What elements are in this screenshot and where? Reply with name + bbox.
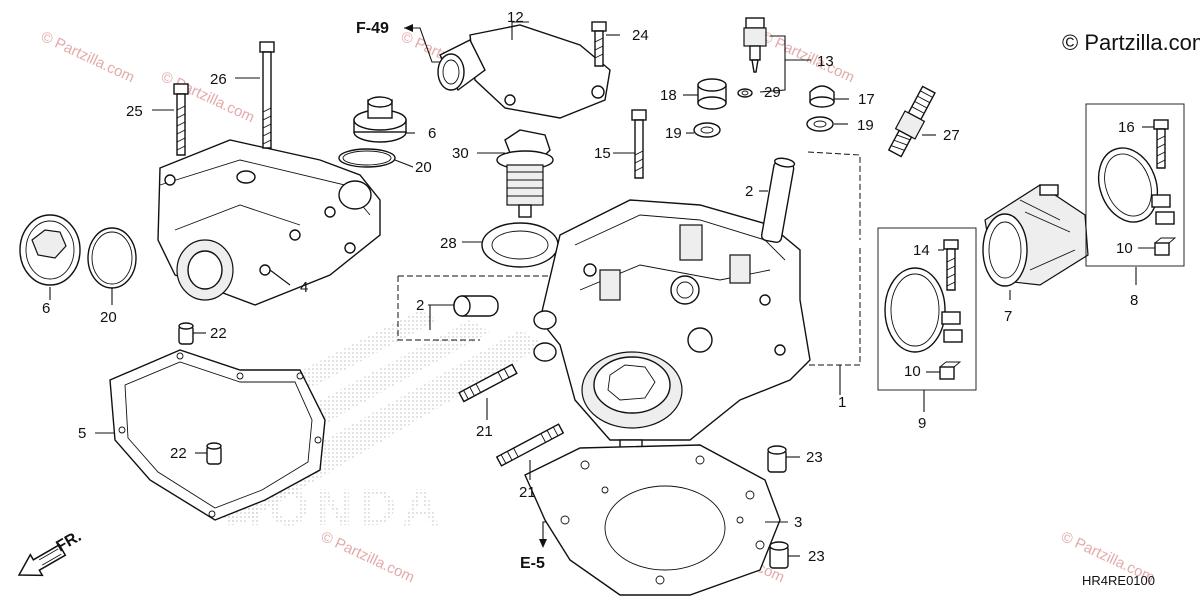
leader-lines bbox=[49, 21, 1155, 557]
bolt-25 bbox=[173, 83, 189, 156]
callout-14: 14 bbox=[913, 242, 930, 259]
callout-19: 19 bbox=[857, 117, 874, 134]
washer-29 bbox=[737, 88, 753, 98]
bolt-26 bbox=[259, 41, 275, 149]
callout-21: 21 bbox=[476, 423, 493, 440]
callout-9: 9 bbox=[918, 415, 926, 432]
dowel-22-top bbox=[178, 322, 194, 345]
o-ring-20-top bbox=[338, 148, 396, 168]
callout-15: 15 bbox=[594, 145, 611, 162]
callout-6: 6 bbox=[428, 125, 436, 142]
callout-8: 8 bbox=[1130, 292, 1138, 309]
washer-19-left bbox=[693, 122, 721, 138]
cap-17 bbox=[809, 85, 835, 108]
assembly-outline bbox=[397, 151, 861, 366]
bolt-16 bbox=[1153, 119, 1169, 169]
cylinder-head-gasket-3 bbox=[524, 444, 781, 596]
callout-24: 24 bbox=[632, 27, 649, 44]
band-8 bbox=[1097, 147, 1175, 225]
group-box-9 bbox=[877, 227, 977, 391]
dowel-22-bottom bbox=[206, 442, 222, 465]
callout-5: 5 bbox=[78, 425, 86, 442]
callout-7: 7 bbox=[1004, 308, 1012, 325]
ref-f49: F-49 bbox=[356, 20, 389, 37]
arrow-icon bbox=[404, 24, 413, 32]
stud-21-upper bbox=[458, 363, 518, 403]
copyright-text: © Partzilla.com bbox=[1062, 30, 1200, 55]
callout-28: 28 bbox=[440, 235, 457, 252]
cap-6-top bbox=[353, 96, 407, 143]
head-cover-gasket-5 bbox=[109, 349, 326, 521]
cylinder-head-cover bbox=[157, 139, 381, 306]
callout-22: 22 bbox=[210, 325, 227, 342]
dowel-2-left bbox=[453, 295, 499, 317]
callout-30: 30 bbox=[452, 145, 469, 162]
callout-2: 2 bbox=[416, 297, 424, 314]
watermark: © Partzilla.com bbox=[758, 28, 857, 86]
callout-4: 4 bbox=[300, 279, 308, 296]
callout-18: 18 bbox=[660, 87, 677, 104]
bolt-15 bbox=[631, 109, 647, 179]
callout-22: 22 bbox=[170, 445, 187, 462]
callout-26: 26 bbox=[210, 71, 227, 88]
thermostat-seal-28 bbox=[481, 222, 559, 268]
cap-6-left bbox=[19, 214, 81, 286]
callout-6: 6 bbox=[42, 300, 50, 317]
group-box-8 bbox=[1085, 103, 1185, 267]
cap-18 bbox=[697, 78, 727, 110]
diagram-code: HR4RE0100 bbox=[1082, 573, 1155, 588]
callout-21: 21 bbox=[519, 484, 536, 501]
arrow-icon bbox=[539, 539, 547, 548]
washer-19-right bbox=[806, 116, 834, 132]
stud-21-lower bbox=[495, 423, 565, 467]
callout-17: 17 bbox=[858, 91, 875, 108]
callout-20: 20 bbox=[415, 159, 432, 176]
bolt-14 bbox=[943, 239, 959, 291]
callout-1: 1 bbox=[838, 394, 846, 411]
callout-23: 23 bbox=[806, 449, 823, 466]
dowel-23-upper bbox=[767, 445, 787, 473]
callout-10: 10 bbox=[904, 363, 921, 380]
watermark: © Partzilla.com bbox=[38, 28, 137, 86]
o-ring-20-left bbox=[87, 227, 137, 289]
callout-19: 19 bbox=[665, 125, 682, 142]
water-outlet-12 bbox=[437, 24, 611, 119]
nut-10-right bbox=[1154, 237, 1177, 256]
callout-23: 23 bbox=[808, 548, 825, 565]
bolt-24 bbox=[591, 21, 607, 67]
band-9 bbox=[884, 267, 963, 353]
callout-2: 2 bbox=[745, 183, 753, 200]
callout-27: 27 bbox=[943, 127, 960, 144]
callout-13: 13 bbox=[817, 53, 834, 70]
callout-3: 3 bbox=[794, 514, 802, 531]
callout-12: 12 bbox=[507, 9, 524, 26]
dowel-2-right bbox=[760, 157, 796, 244]
callout-16: 16 bbox=[1118, 119, 1135, 136]
callout-29: 29 bbox=[764, 84, 781, 101]
callout-20: 20 bbox=[100, 309, 117, 326]
nut-10-left bbox=[939, 361, 962, 380]
front-arrow bbox=[17, 543, 67, 577]
thermostat-30 bbox=[496, 129, 554, 218]
dowel-23-lower bbox=[769, 541, 789, 569]
temp-sensor-13 bbox=[743, 17, 767, 73]
ref-e5: E-5 bbox=[520, 555, 545, 572]
spark-plug-27 bbox=[887, 85, 936, 158]
insulator-7 bbox=[982, 184, 1089, 287]
callout-25: 25 bbox=[126, 103, 143, 120]
watermark: © Partzilla.com bbox=[158, 68, 257, 126]
callout-10: 10 bbox=[1116, 240, 1133, 257]
